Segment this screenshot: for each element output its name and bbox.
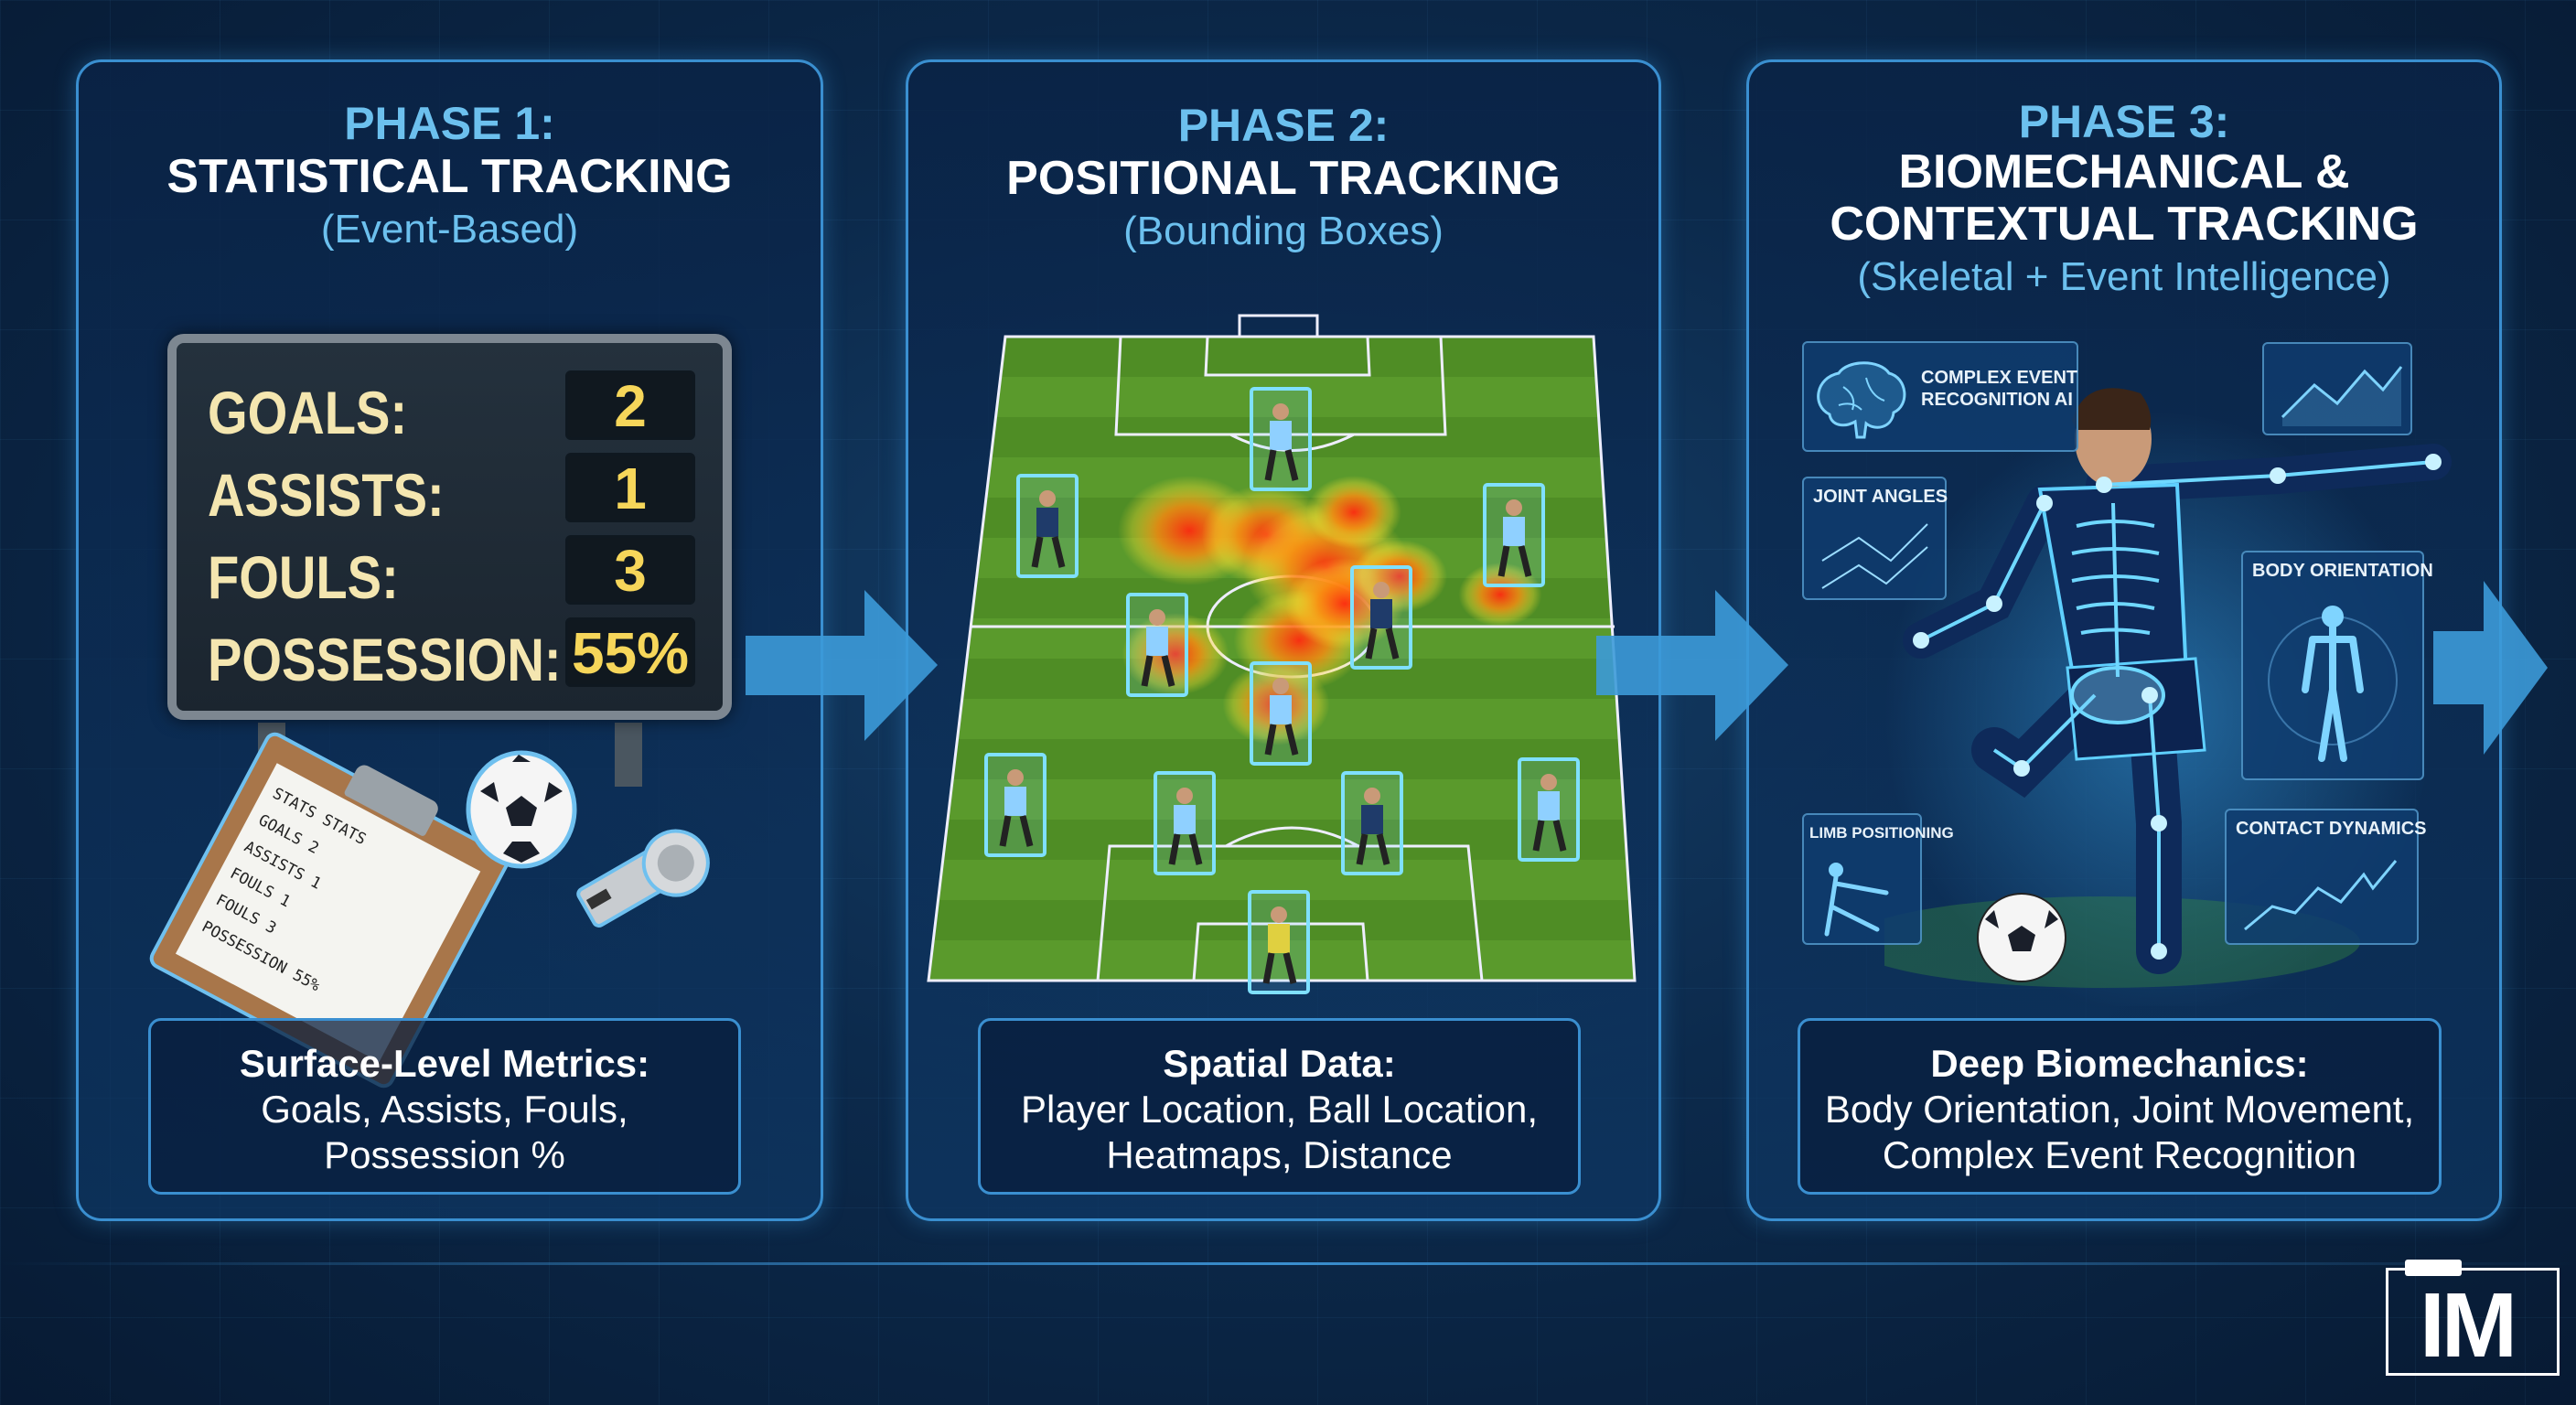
- phase-2-summary: Spatial Data: Player Location, Ball Loca…: [978, 1018, 1581, 1195]
- body-orientation-callout: BODY ORIENTATION: [2241, 551, 2433, 780]
- metrics-chart-callout: [2262, 342, 2412, 435]
- summary-line: Player Location, Ball Location,: [1020, 1088, 1538, 1131]
- summary-heading: Surface-Level Metrics:: [239, 1042, 650, 1085]
- phase-2-subtitle: (Bounding Boxes): [1123, 209, 1444, 253]
- summary-line: Heatmaps, Distance: [1106, 1133, 1453, 1176]
- phase-1-title: STATISTICAL TRACKING: [166, 150, 733, 203]
- callout-label: LIMB POSITIONING: [1809, 824, 1954, 842]
- row-label: GOALS:: [208, 379, 408, 446]
- line-chart-icon: [2281, 366, 2403, 426]
- player-bounding-box: [1250, 661, 1312, 766]
- arrow-right-icon: [2433, 581, 2548, 755]
- row-label: POSSESSION:: [208, 626, 562, 693]
- row-value: 1: [565, 453, 695, 522]
- player-bounding-box: [1350, 565, 1412, 670]
- player-bounding-box: [1250, 387, 1312, 491]
- phase-3-title-line-2: CONTEXTUAL TRACKING: [1830, 198, 2419, 251]
- callout-label: RECOGNITION AI: [1921, 390, 2073, 410]
- body-figure-icon: [2268, 606, 2398, 762]
- player-bounding-box: [1341, 771, 1403, 875]
- whistle-icon: [576, 829, 710, 928]
- scoreboard: GOALS: 2 ASSISTS: 1 FOULS: 3 POSSESSION:55%: [167, 334, 732, 720]
- brain-icon: [1817, 361, 1906, 439]
- summary-line: Complex Event Recognition: [1882, 1133, 2357, 1176]
- row-value: 3: [565, 535, 695, 605]
- summary-heading: Spatial Data:: [1163, 1042, 1396, 1085]
- callout-label: JOINT ANGLES: [1813, 487, 1948, 507]
- scoreboard-post-right: [615, 723, 642, 787]
- phase-2-label: PHASE 2:: [1177, 100, 1390, 151]
- phase-3-title-line-1: BIOMECHANICAL &: [1898, 145, 2350, 198]
- divider-line: [0, 1262, 2576, 1265]
- player-bounding-box: [1483, 483, 1545, 587]
- phase-3-subtitle: (Skeletal + Event Intelligence): [1857, 254, 2391, 299]
- scoreboard-row-possession: POSSESSION:55%: [208, 617, 695, 693]
- player-bounding-box: [984, 753, 1046, 857]
- player-bounding-box: [1518, 757, 1580, 862]
- heatmap-blob: [1306, 476, 1401, 549]
- soccer-pitch: [927, 314, 1637, 994]
- row-value: 55%: [565, 617, 695, 687]
- phase-1-label: PHASE 1:: [344, 98, 555, 149]
- pitch-stripe: [928, 337, 1635, 377]
- player-bounding-box: [1248, 890, 1310, 994]
- scoreboard-row-goals: GOALS: 2: [208, 370, 695, 446]
- logo-text: IM: [2420, 1274, 2517, 1377]
- limb-figure-icon: [1824, 863, 1889, 937]
- line-chart-icon: [1821, 523, 1928, 589]
- heatmap-blob: [1458, 563, 1542, 627]
- arrow-right-icon: [1596, 590, 1788, 741]
- phase-1-subtitle: (Event-Based): [320, 207, 579, 252]
- phase-3-label: PHASE 3:: [2018, 96, 2230, 147]
- callout-label: CONTACT DYNAMICS: [2236, 819, 2427, 839]
- row-label: ASSISTS:: [208, 461, 445, 529]
- scoreboard-row-assists: ASSISTS: 1: [208, 453, 695, 529]
- row-label: FOULS:: [208, 543, 399, 611]
- phase-3-summary: Deep Biomechanics: Body Orientation, Joi…: [1798, 1018, 2442, 1195]
- player-bounding-box: [1154, 771, 1216, 875]
- summary-line: Goals, Assists, Fouls,: [261, 1088, 628, 1131]
- summary-heading: Deep Biomechanics:: [1930, 1042, 2309, 1085]
- phase-1-summary: Surface-Level Metrics: Goals, Assists, F…: [148, 1018, 741, 1195]
- limb-positioning-callout: LIMB POSITIONING: [1802, 813, 1954, 945]
- line-chart-icon: [2244, 860, 2398, 931]
- logo: IM: [2386, 1260, 2560, 1377]
- callout-label: COMPLEX EVENT: [1921, 368, 2078, 388]
- callout-label: BODY ORIENTATION: [2252, 561, 2433, 581]
- soccer-ball-icon: [466, 750, 577, 869]
- joint-angles-callout: JOINT ANGLES: [1802, 477, 1948, 600]
- scoreboard-row-fouls: FOULS: 3: [208, 535, 695, 611]
- contact-dynamics-callout: CONTACT DYNAMICS: [2225, 809, 2427, 945]
- summary-line: Possession %: [324, 1133, 565, 1176]
- row-value: 2: [565, 370, 695, 440]
- player-bounding-box: [1126, 593, 1188, 697]
- player-bounding-box: [1016, 474, 1079, 578]
- phase-2-title: POSITIONAL TRACKING: [1006, 152, 1561, 205]
- soccer-ball-icon: [1977, 893, 2066, 982]
- arrow-right-icon: [746, 590, 938, 741]
- summary-line: Body Orientation, Joint Movement,: [1824, 1088, 2415, 1131]
